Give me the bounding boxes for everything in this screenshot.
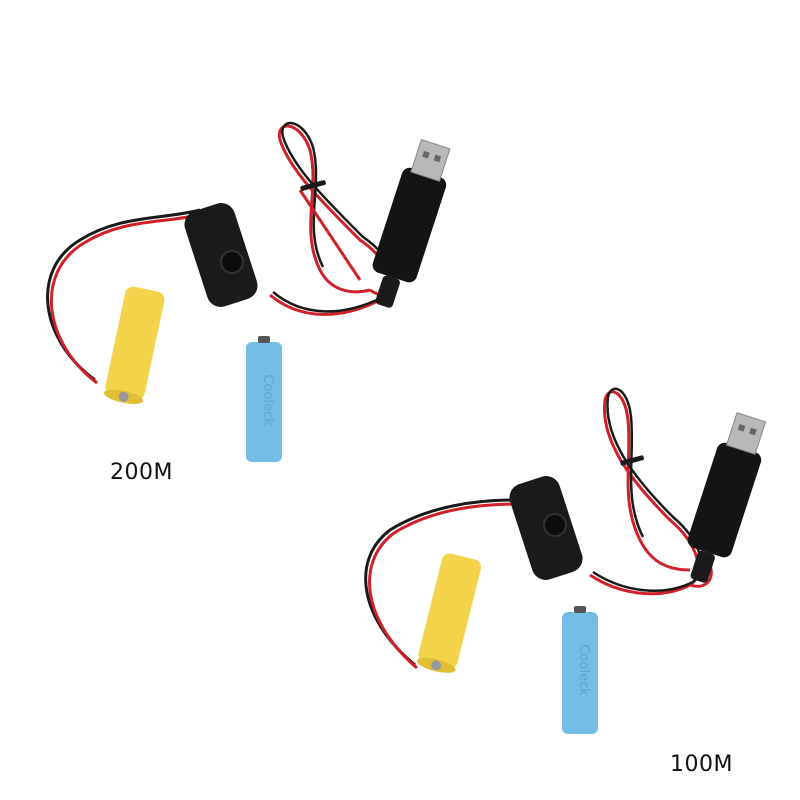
inline-switch — [509, 476, 583, 580]
svg-text:Cooleck: Cooleck — [260, 374, 275, 426]
svg-text:Cooleck: Cooleck — [576, 644, 591, 696]
length-label-200m: 200M — [110, 460, 173, 485]
usb-converter — [372, 138, 451, 308]
yellow-dummy-battery — [103, 286, 165, 404]
usb-converter — [687, 412, 767, 583]
inline-switch — [184, 203, 258, 307]
blue-aa-battery: Cooleck — [562, 606, 598, 734]
blue-aa-battery: Cooleck — [246, 336, 282, 462]
yellow-dummy-battery — [416, 553, 482, 673]
length-label-100m: 100M — [670, 752, 733, 777]
